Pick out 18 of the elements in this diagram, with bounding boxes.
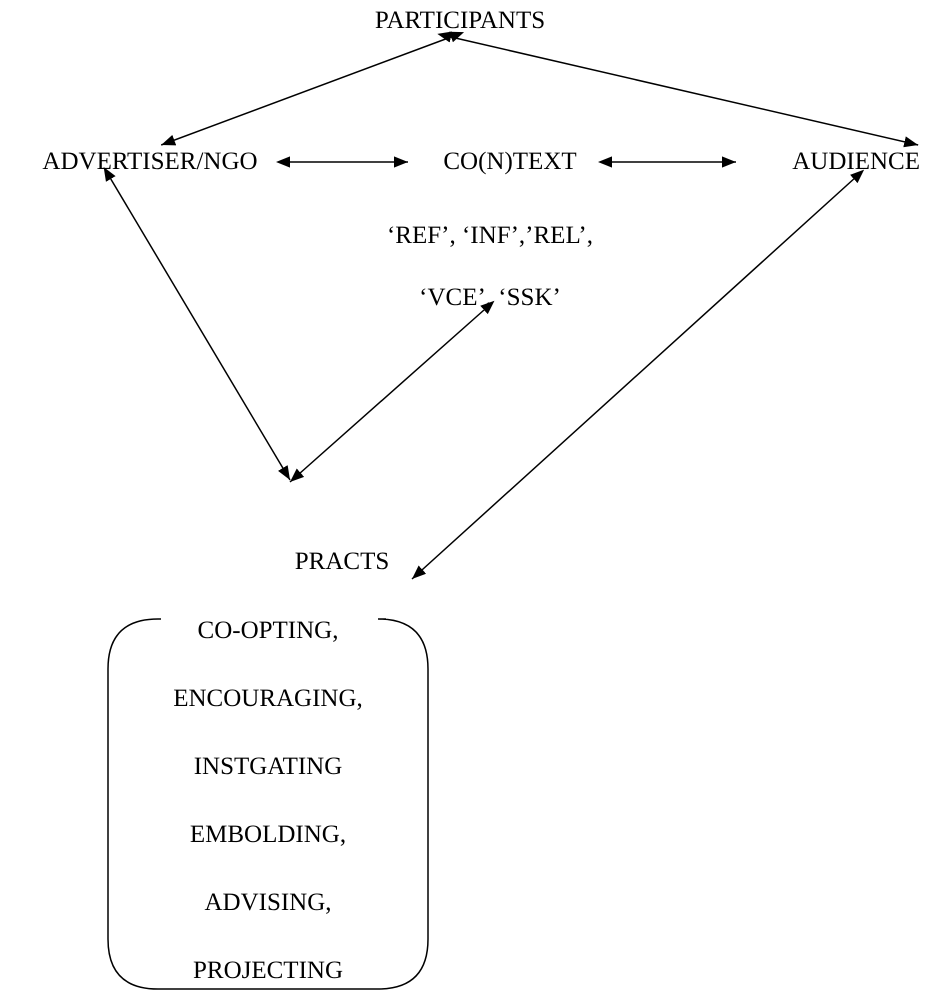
node-label: AUDIENCE xyxy=(792,147,920,177)
list-item-text: INSTGATING xyxy=(194,752,342,782)
double-headed-arrow xyxy=(104,166,291,480)
double-headed-arrow xyxy=(276,156,408,168)
list-item-text: ADVISING, xyxy=(204,888,332,918)
node-label: CO(N)TEXT xyxy=(443,147,577,177)
node-label: ADVERTISER/NGO xyxy=(42,147,258,177)
list-item-text: EMBOLDING, xyxy=(190,820,346,850)
double-headed-arrow xyxy=(160,32,464,146)
node-label: PRACTS xyxy=(294,547,390,577)
double-headed-arrow xyxy=(412,170,864,580)
double-headed-arrow xyxy=(290,300,494,483)
double-headed-arrow xyxy=(598,156,736,168)
node-label: ‘REF’, ‘INF’,’REL’, ‘VCE’, ‘SSK’ xyxy=(386,221,594,313)
double-headed-arrow xyxy=(437,32,918,148)
list-item-text: PROJECTING xyxy=(193,956,343,986)
node-label: PARTICIPANTS xyxy=(374,6,546,36)
list-item-text: ENCOURAGING, xyxy=(173,684,363,714)
